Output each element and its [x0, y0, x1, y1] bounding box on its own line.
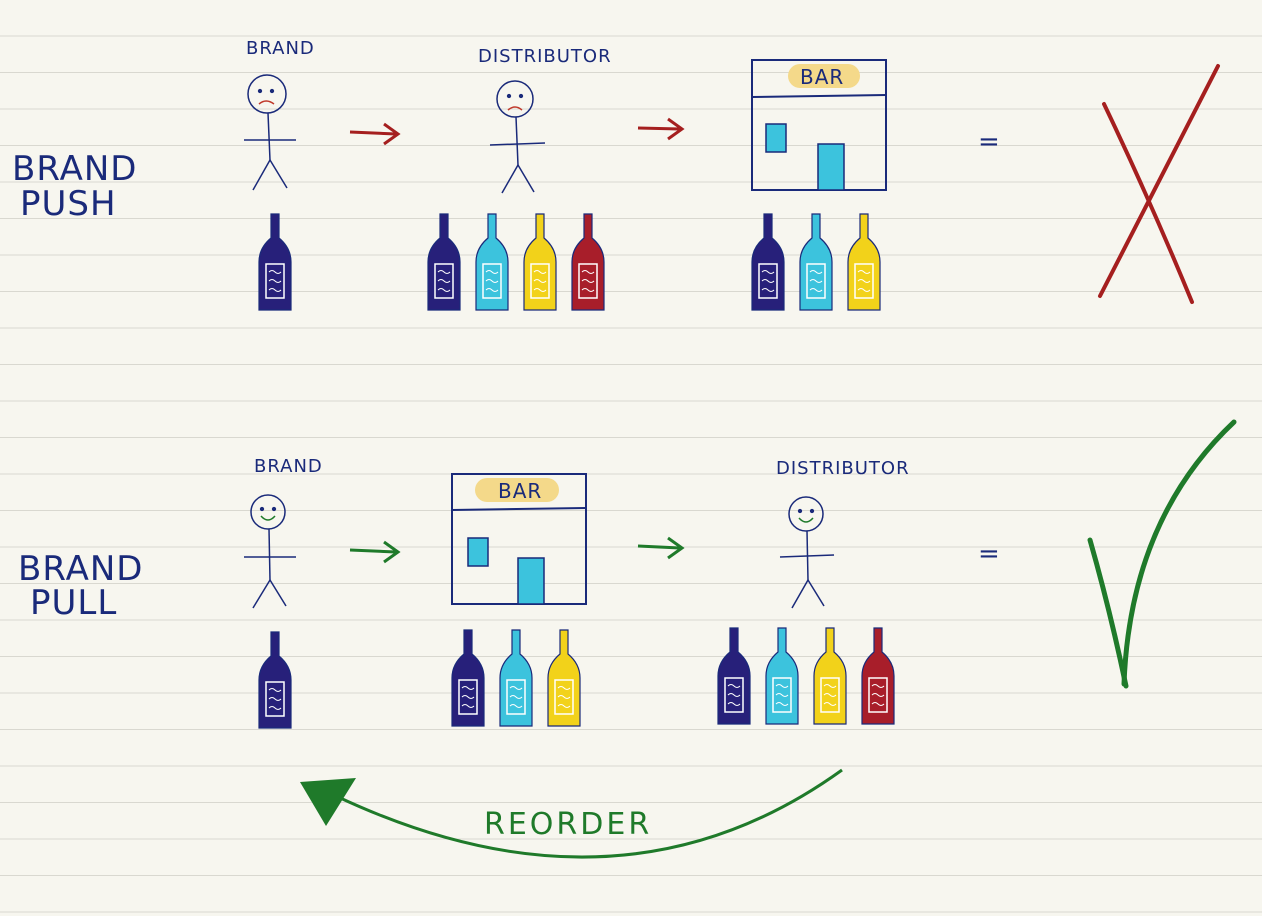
bottle-group-distributor	[717, 627, 895, 725]
bottle-group-bar	[751, 213, 881, 311]
bottle-group-bar	[451, 629, 581, 727]
brand-caption: BRAND	[254, 456, 323, 477]
brand-caption: BRAND	[246, 38, 315, 59]
bottle-icon	[258, 213, 292, 311]
bottle-icon	[258, 631, 292, 729]
row-label-line2: PULL	[30, 583, 117, 623]
bottle-icon	[475, 213, 509, 311]
bottle-icon	[499, 629, 533, 727]
distributor-caption: DISTRIBUTOR	[478, 46, 612, 67]
bottle-group-brand	[258, 631, 292, 729]
green-check-icon	[1087, 419, 1237, 689]
sad-person-icon	[244, 74, 296, 191]
happy-person-icon	[244, 494, 296, 609]
bottle-icon	[427, 213, 461, 311]
distributor-caption: DISTRIBUTOR	[776, 458, 910, 479]
green-arrow-icon	[349, 540, 401, 564]
bottle-icon	[847, 213, 881, 311]
reorder-arrow-icon	[300, 768, 843, 859]
bar-building-icon	[751, 59, 887, 191]
bottle-icon	[861, 627, 895, 725]
red-arrow-icon	[349, 122, 401, 146]
row-brand-push: BRAND PUSH BRAND DISTRIBUTOR	[12, 38, 1220, 311]
row-brand-pull: BRAND PULL BRAND BAR	[18, 419, 1237, 859]
happy-person-icon	[779, 496, 835, 609]
bottle-icon	[571, 213, 605, 311]
red-x-icon	[1098, 64, 1220, 304]
bar-building-icon	[451, 473, 587, 605]
bottle-icon	[451, 629, 485, 727]
bottle-icon	[799, 213, 833, 311]
bottle-icon	[813, 627, 847, 725]
equals-sign: =	[978, 127, 1000, 157]
green-arrow-icon	[637, 536, 685, 560]
bottle-icon	[765, 627, 799, 725]
bottle-icon	[717, 627, 751, 725]
row-label-line1: BRAND	[12, 149, 137, 189]
bar-sign-label: BAR	[498, 479, 542, 503]
bottle-icon	[523, 213, 557, 311]
row-label-line1: BRAND	[18, 549, 143, 589]
red-arrow-icon	[637, 117, 685, 141]
notebook-ruled-lines	[0, 35, 1262, 913]
equals-sign: =	[978, 539, 1000, 569]
bottle-group-distributor	[427, 213, 605, 311]
bottle-group-brand	[258, 213, 292, 311]
reorder-label: REORDER	[484, 807, 652, 842]
bottle-icon	[547, 629, 581, 727]
row-label-line2: PUSH	[20, 184, 117, 224]
bottle-icon	[751, 213, 785, 311]
sad-person-icon	[489, 80, 546, 194]
bar-sign-label: BAR	[800, 65, 844, 89]
